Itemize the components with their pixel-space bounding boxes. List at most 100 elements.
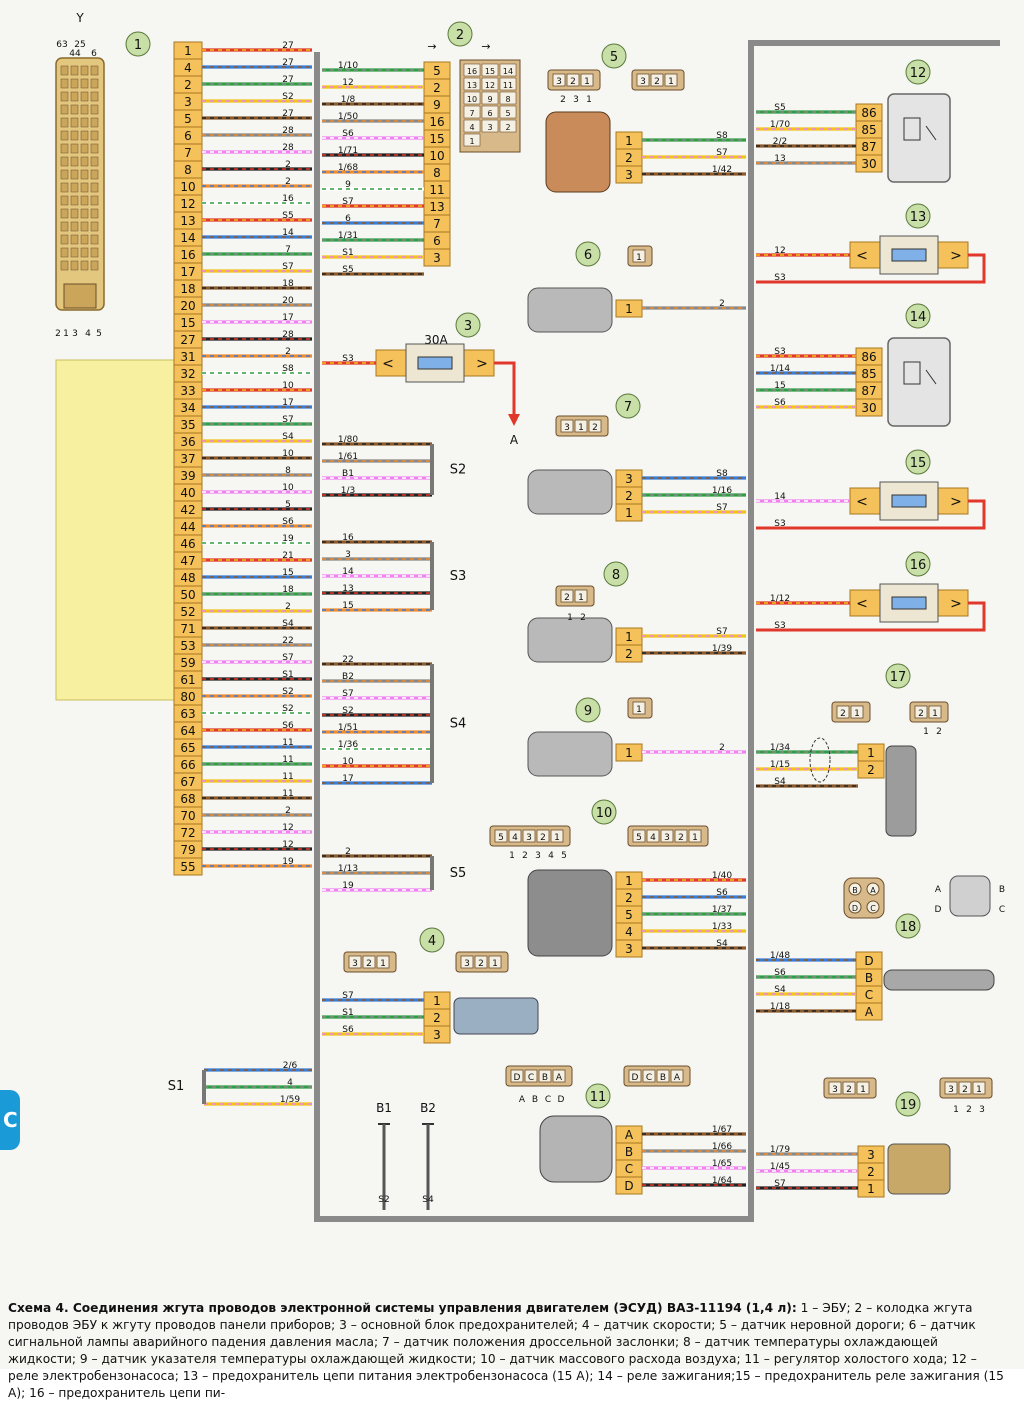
ecu-wire-label: 19 — [282, 534, 294, 544]
block2-pin-stack-pin-label: 11 — [429, 183, 444, 197]
ecu-wire-label: 16 — [282, 194, 294, 204]
ecu-wire-label: 19 — [282, 857, 294, 867]
sensor5-plug-cell — [580, 73, 594, 87]
callout-number: 5 — [610, 50, 618, 65]
ecu-wire-label: 12 — [282, 823, 293, 833]
sensor11-plug-cell-label: C — [528, 1073, 534, 1083]
relay12-wire-label: 1/70 — [770, 120, 790, 130]
ecu-pin-stack-pin-label: 1 — [184, 44, 192, 58]
sensor17-body — [885, 745, 917, 837]
splice-S3-wire-label: 3 — [345, 550, 351, 560]
block2-wire-label: 6 — [345, 214, 351, 224]
fuse16-wire-label: 1/12 — [770, 594, 790, 604]
sensor18-plug — [843, 877, 885, 919]
block2-face-cell — [481, 91, 499, 105]
block2-face-cell — [463, 63, 481, 77]
block2-face-cell — [481, 105, 499, 119]
ecu-wire-label: S4 — [282, 432, 294, 442]
harness-trunk-left — [314, 52, 320, 1220]
sensor17-plug-cell — [850, 705, 864, 719]
ecu-wire-label: 8 — [285, 466, 291, 476]
block2-pin-stack-pin-label: 7 — [433, 217, 441, 231]
ecu-wire-label: 22 — [282, 636, 293, 646]
fuse15-wire-label: 14 — [774, 492, 786, 502]
sensor19-plug-cell — [842, 1081, 856, 1095]
ecu-pin-stack-pin-label: 66 — [180, 758, 195, 772]
ecu-contact — [70, 221, 79, 232]
ecu-contact — [90, 130, 99, 141]
sensor5-plug-2-cell — [650, 73, 664, 87]
sensor18-body — [883, 969, 995, 991]
sensor11-plug-cell — [538, 1069, 552, 1083]
ecu-wire-label: 2 — [285, 806, 291, 816]
fuse13-return-wire — [756, 253, 986, 284]
ecu-contact — [80, 156, 89, 167]
callout-marker — [603, 561, 629, 587]
sensor8-pin-stack-pin-label: 2 — [625, 647, 633, 661]
sensor17-side-label: 1 — [923, 727, 929, 737]
ecu-contact — [80, 260, 89, 271]
sensor19-plug-cell-label: 2 — [846, 1085, 852, 1095]
sensor7-wire-label: S8 — [716, 469, 728, 479]
splice-S2-wire-label: 1/3 — [341, 486, 355, 496]
splice-S4-wire-label: S2 — [342, 706, 353, 716]
block2-wire-label: 1/31 — [338, 231, 358, 241]
ecu-contact — [80, 78, 89, 89]
callout-marker — [591, 799, 617, 825]
sensor7-pin-stack-pin-label: 2 — [625, 489, 633, 503]
sensor5-plug-2-cell-label: 3 — [640, 77, 646, 87]
ecu-pin-stack-pin-label: 65 — [180, 741, 195, 755]
ecu-pin-stack-pin-label: 13 — [180, 214, 195, 228]
sensor8-body — [527, 617, 613, 663]
callout-number: 9 — [584, 704, 592, 719]
sensor4-plug-cell-label: 1 — [380, 959, 386, 969]
ecu-pin-stack-pin-label: 27 — [180, 333, 195, 347]
sensor10-plug-cell-label: 2 — [540, 833, 546, 843]
sensor4-plug-cell — [348, 955, 362, 969]
ecu-contact — [70, 195, 79, 206]
sensor7-wire-label: S7 — [716, 503, 727, 513]
ecu-bottom-label: 3 — [72, 329, 78, 339]
ecu-bottom-label: 4 — [85, 329, 91, 339]
ecu-contact — [60, 91, 69, 102]
block2-face-label: 14 — [503, 67, 513, 76]
sensor11-plug-cell-label: A — [556, 1073, 563, 1083]
sensor10-plug-cell — [494, 829, 508, 843]
ecu-contact — [80, 169, 89, 180]
sensor17-shield — [809, 737, 831, 783]
sensor5-plug-cell-label: 2 — [570, 77, 576, 87]
sensor17-pin-stack-pin-label: 1 — [867, 746, 875, 760]
ecu-top-label: 6 — [91, 49, 97, 59]
sensor18-plug-cell — [848, 882, 862, 896]
ecu-contact — [60, 156, 69, 167]
sensor11-plug-2-cell — [656, 1069, 670, 1083]
ecu-wire-label: 28 — [282, 126, 294, 136]
sensor8-plug-cell-label: 2 — [564, 593, 570, 603]
sensor17-wire-label: S4 — [774, 777, 786, 787]
ecu-pin-stack-pin-label: 6 — [184, 129, 192, 143]
relay12-wire-label: 2/2 — [773, 137, 787, 147]
sensor11-plug-2-cell-label: A — [674, 1073, 681, 1083]
splice-S1-wire-label: 4 — [287, 1078, 293, 1088]
ecu-wire-label: S5 — [282, 211, 293, 221]
ecu-wire-label: S7 — [282, 653, 293, 663]
sensor4-plug-2-cell-label: 2 — [478, 959, 484, 969]
sensor4-body — [453, 997, 539, 1035]
callout-number: 14 — [910, 310, 927, 325]
ground-B2-wire-label: S4 — [422, 1195, 434, 1205]
block2-arrow-2: → — [481, 40, 490, 53]
ecu-contact — [60, 208, 69, 219]
sensor18-plug-cell — [866, 882, 880, 896]
ecu-contact — [70, 143, 79, 154]
harness-trunk-right — [748, 40, 754, 1222]
ecu-contact — [90, 156, 99, 167]
sensor10-plug-2-cell — [674, 829, 688, 843]
sensor4-plug-cell — [376, 955, 390, 969]
sensor18-plug-cell — [866, 900, 880, 914]
sensor4-wire-label: S1 — [342, 1008, 353, 1018]
sensor10-plug-cell — [508, 829, 522, 843]
ecu-contact — [80, 65, 89, 76]
sensor8-wire-label: S7 — [716, 627, 727, 637]
sensor10-plug-2-cell — [646, 829, 660, 843]
ecu-power-contacts — [63, 283, 97, 309]
